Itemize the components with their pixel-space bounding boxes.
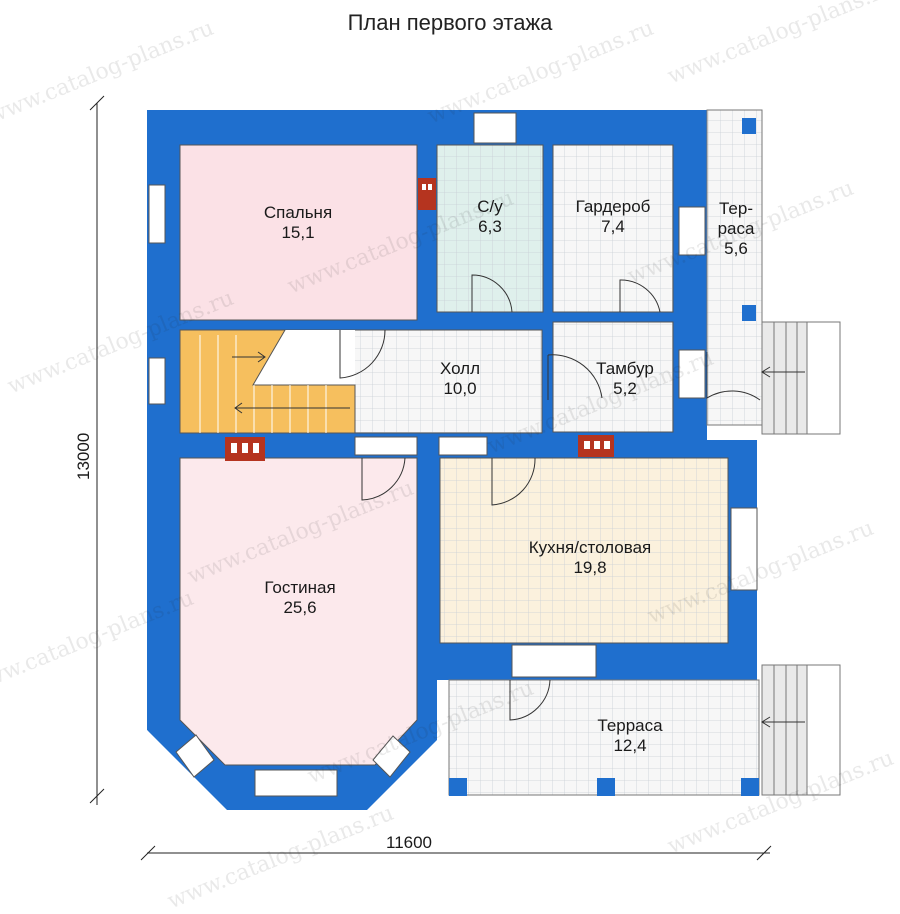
plan-title: План первого этажа: [347, 10, 553, 35]
dimension-lines: [89, 95, 772, 861]
room-name-line1: Тер-: [719, 199, 753, 218]
room-vestibule: Тамбур 5,2: [575, 359, 675, 399]
room-name: Кухня/столовая: [528, 538, 652, 557]
room-bathroom: С/у 6,3: [450, 197, 530, 237]
room-name: Гардероб: [575, 197, 651, 216]
width-dimension: 11600: [386, 833, 433, 852]
steps-lower: [761, 664, 841, 796]
vestibule-floor: [552, 321, 674, 433]
steps-upper: [761, 321, 841, 435]
room-name: Холл: [439, 359, 481, 378]
doors: [339, 274, 805, 728]
room-area: 6,3: [478, 217, 502, 236]
room-name: Гостиная: [264, 578, 336, 597]
room-area: 12,4: [613, 736, 647, 755]
room-living: Гостиная 25,6: [230, 578, 370, 618]
room-area: 7,4: [601, 217, 625, 236]
chamfer-right: [367, 740, 437, 810]
room-name: С/у: [477, 197, 503, 216]
staircase: [179, 329, 356, 434]
room-name: Терраса: [597, 716, 663, 735]
room-area: 19,8: [573, 558, 607, 577]
height-dimension: 13000: [74, 432, 93, 480]
room-area: 5,2: [613, 379, 637, 398]
room-hall: Холл 10,0: [410, 359, 510, 399]
room-name-line2: раса: [717, 219, 755, 238]
wardrobe-floor: [552, 144, 674, 313]
room-terrace-small: Тер- раса 5,6: [706, 199, 766, 259]
room-terrace-large: Терраса 12,4: [575, 716, 685, 756]
terrace-large-floor: [448, 679, 760, 796]
room-bedroom: Спальня 15,1: [218, 203, 378, 243]
room-name: Спальня: [263, 203, 333, 222]
terrace-small-floor: [706, 109, 763, 426]
chamfer-left: [147, 730, 227, 810]
room-name: Тамбур: [596, 359, 654, 378]
room-wardrobe: Гардероб 7,4: [553, 197, 673, 237]
room-kitchen: Кухня/столовая 19,8: [490, 538, 690, 578]
room-area: 10,0: [443, 379, 477, 398]
windows: [148, 112, 758, 797]
bedroom-floor: [179, 144, 418, 321]
room-area: 5,6: [724, 239, 748, 258]
chimneys: [225, 178, 614, 461]
living-floor: [179, 457, 418, 766]
room-area: 15,1: [281, 223, 315, 242]
room-area: 25,6: [283, 598, 317, 617]
